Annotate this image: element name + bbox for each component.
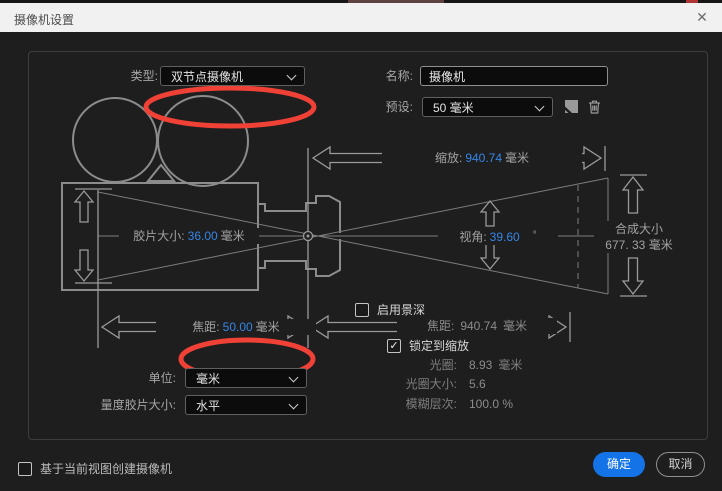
comp-size-measurement: 合成大小 677. 33 毫米	[594, 221, 684, 253]
create-from-view-checkbox[interactable]: 基于当前视图创建摄像机	[18, 460, 172, 477]
cancel-button[interactable]: 取消	[656, 452, 705, 477]
save-preset-icon[interactable]	[565, 100, 580, 115]
background-artifact	[686, 0, 698, 3]
camera-name-input[interactable]	[420, 66, 608, 86]
checkbox-box	[355, 302, 369, 317]
chevron-down-icon	[288, 399, 299, 410]
checkbox-box	[18, 461, 32, 476]
background-app-strip	[0, 0, 722, 3]
lock-to-zoom-checkbox[interactable]: ✓ 锁定到缩放	[387, 337, 469, 354]
blur-level-row: 模糊层次:100.0 %	[405, 397, 514, 411]
units-label: 单位:	[148, 371, 176, 385]
checkbox-check: ✓	[389, 339, 399, 352]
preset-label: 预设:	[385, 100, 413, 114]
preset-value: 50 毫米	[433, 101, 474, 115]
delete-preset-icon[interactable]	[587, 99, 602, 114]
lock-to-zoom-label: 锁定到缩放	[409, 339, 470, 353]
dialog-title: 摄像机设置	[14, 13, 75, 27]
background-artifact	[348, 0, 444, 3]
chevron-down-icon	[288, 372, 299, 383]
chevron-down-icon	[534, 101, 545, 112]
camera-type-value: 双节点摄像机	[171, 70, 244, 84]
dialog-titlebar[interactable]: 摄像机设置 ✕	[0, 3, 722, 32]
fstop-row: 光圈大小:5.6	[405, 377, 486, 391]
measure-film-label: 量度胶片大小:	[100, 398, 176, 412]
angle-of-view-measurement: 视角:39.60°	[438, 228, 558, 245]
create-from-view-label: 基于当前视图创建摄像机	[40, 462, 173, 476]
type-label: 类型:	[130, 69, 158, 83]
camera-type-select[interactable]: 双节点摄像机	[160, 66, 305, 86]
ok-button[interactable]: 确定	[593, 452, 645, 477]
dialog-body: 类型: 双节点摄像机 名称: 预设: 50 毫米	[0, 32, 722, 491]
measure-film-select[interactable]: 水平	[185, 395, 307, 415]
enable-dof-checkbox[interactable]: 启用景深	[355, 301, 425, 318]
units-select[interactable]: 毫米	[185, 368, 307, 388]
units-value: 毫米	[196, 372, 221, 386]
enable-dof-label: 启用景深	[377, 303, 426, 317]
preset-select[interactable]: 50 毫米	[422, 97, 553, 117]
name-label: 名称:	[385, 69, 413, 83]
settings-panel	[28, 51, 708, 440]
chevron-down-icon	[286, 70, 297, 81]
close-icon[interactable]: ✕	[696, 9, 708, 25]
measure-film-value: 水平	[196, 399, 221, 413]
checkbox-box: ✓	[387, 338, 401, 353]
